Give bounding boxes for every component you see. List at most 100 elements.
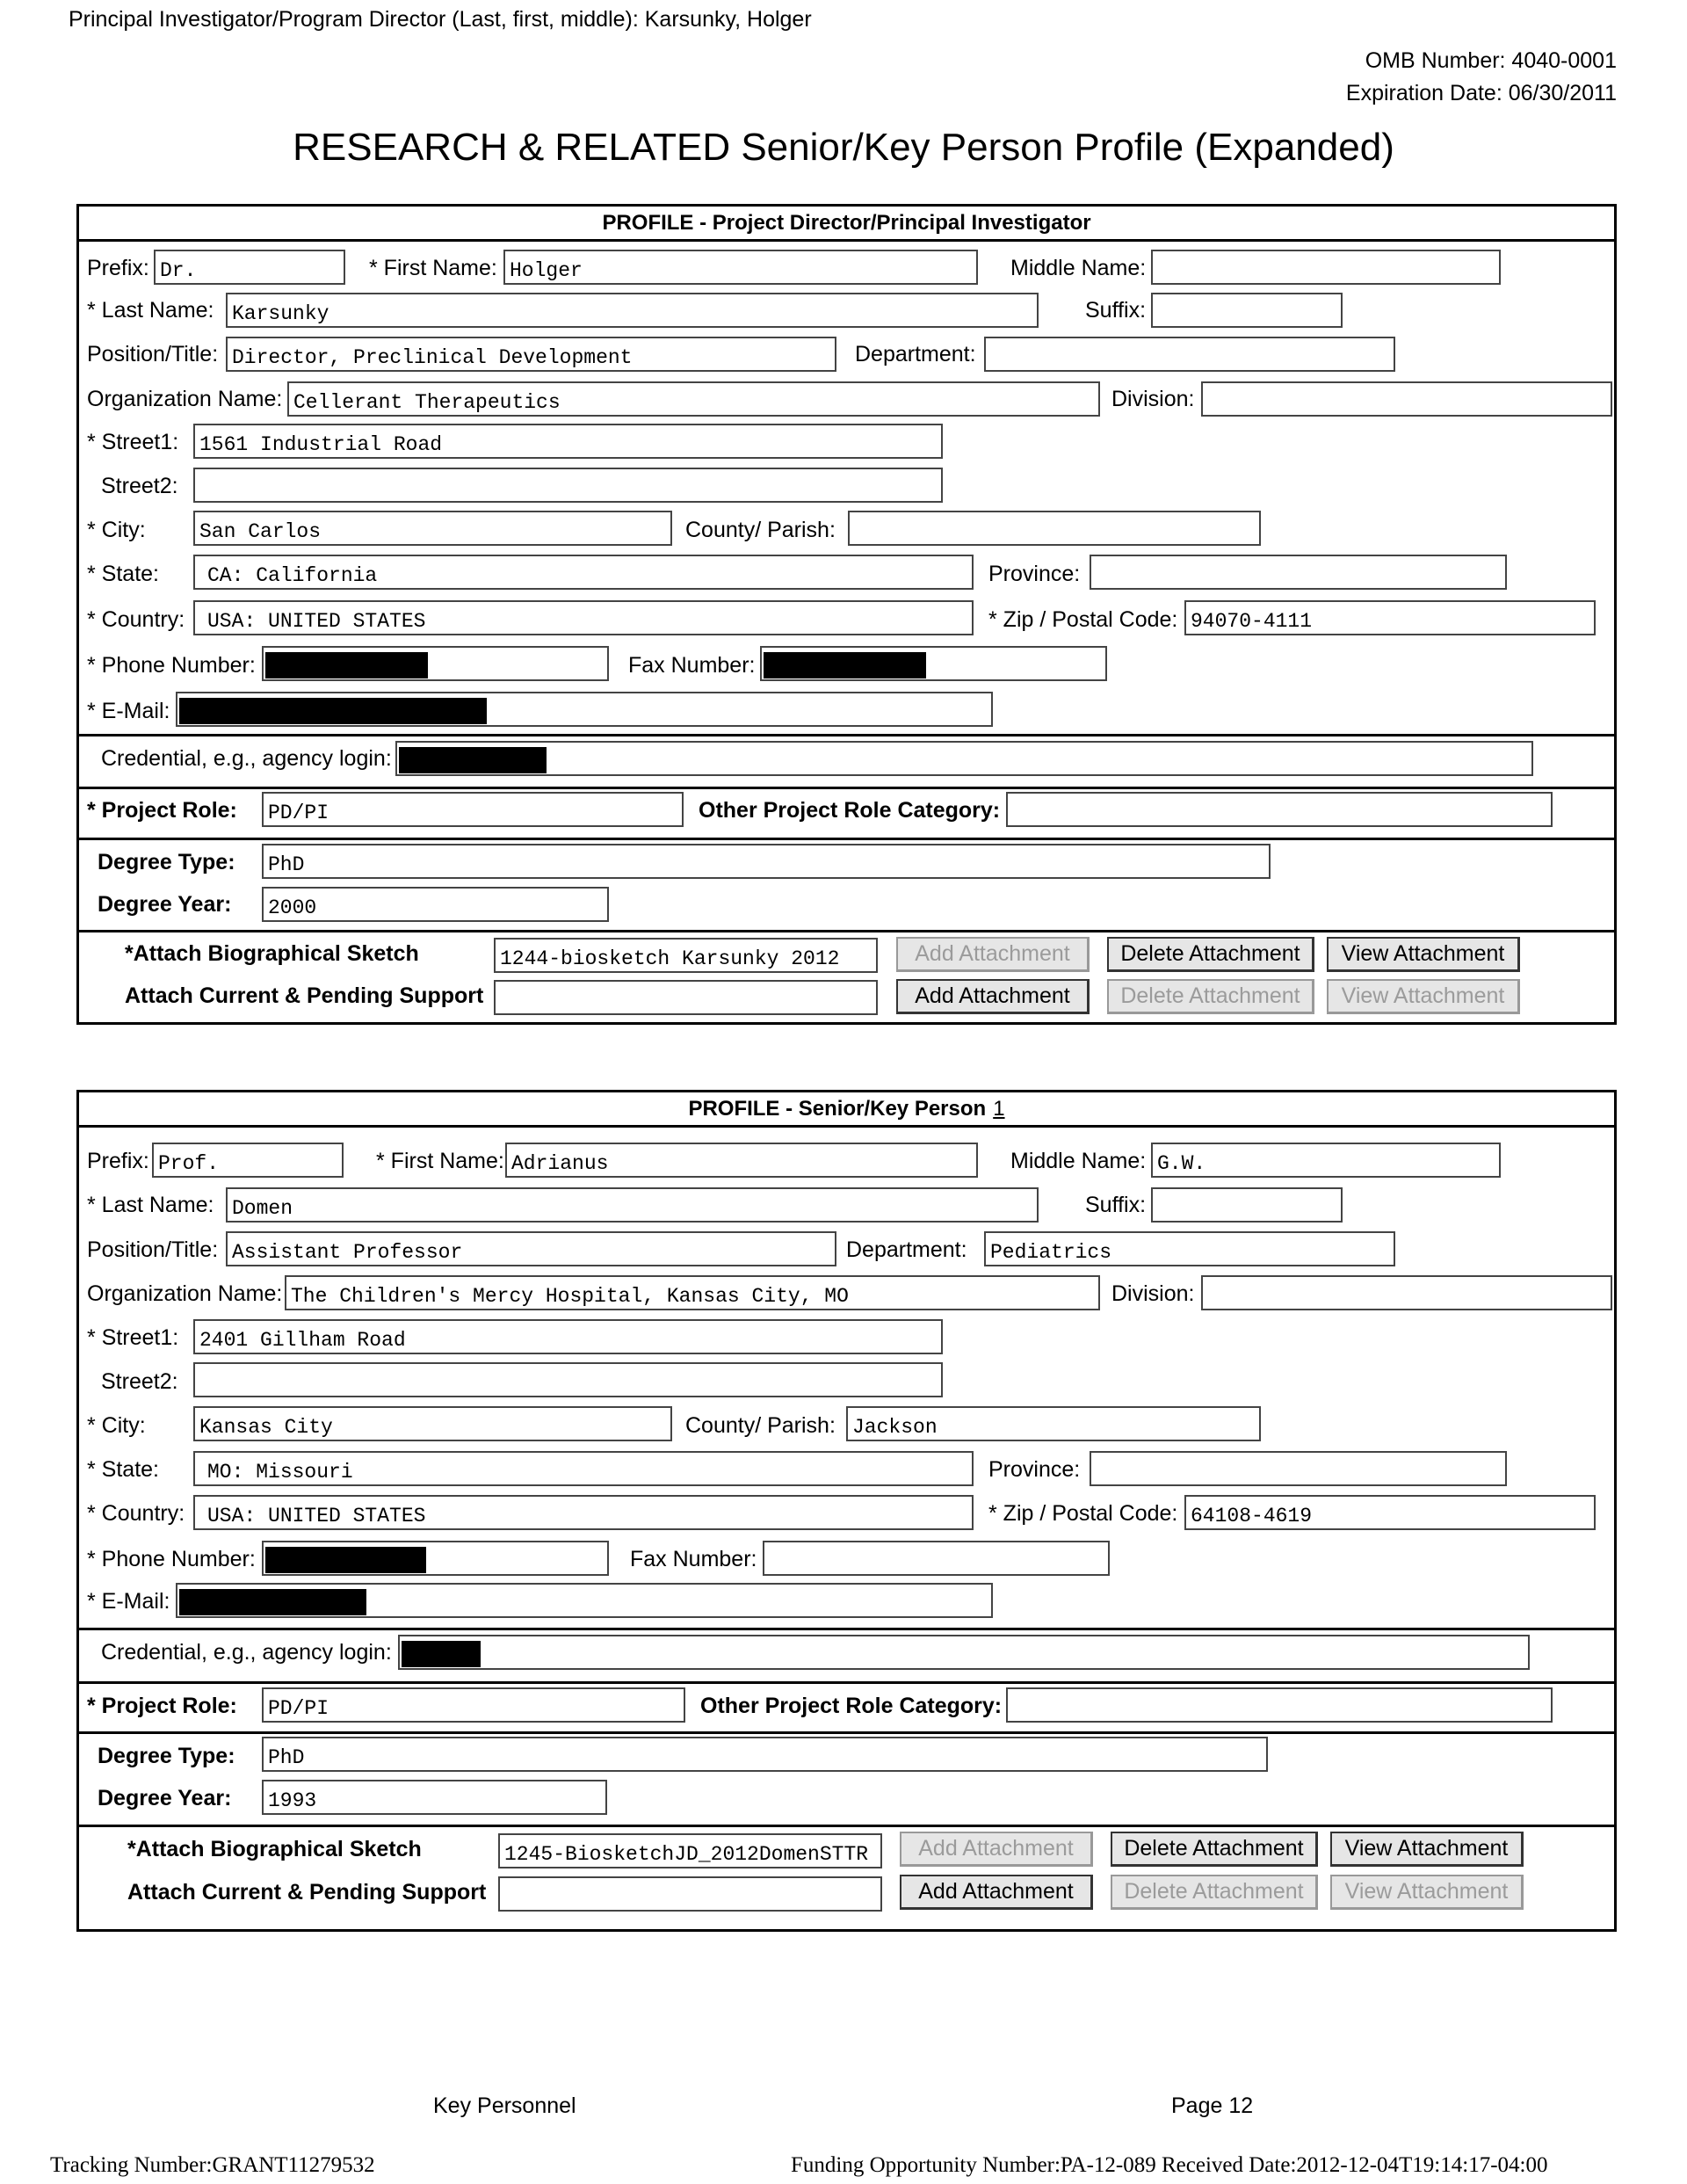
city-label: * City: — [87, 1413, 146, 1438]
current-pending-file-field[interactable] — [494, 980, 878, 1015]
suffix-field[interactable] — [1151, 293, 1343, 328]
street1-field[interactable]: 2401 Gillham Road — [193, 1319, 943, 1354]
zip-label: * Zip / Postal Code: — [988, 607, 1178, 632]
fax-field[interactable] — [763, 1541, 1110, 1576]
position-field[interactable]: Assistant Professor — [226, 1231, 836, 1266]
zip-field[interactable]: 64108-4619 — [1184, 1495, 1596, 1530]
street2-field[interactable] — [193, 468, 943, 503]
delete-attachment-button[interactable]: Delete Attachment — [1111, 1875, 1318, 1910]
divider — [79, 1681, 1614, 1684]
other-role-label: Other Project Role Category: — [700, 1694, 1003, 1718]
zip-field[interactable]: 94070-4111 — [1184, 600, 1596, 635]
degree-type-label: Degree Type: — [98, 1744, 235, 1768]
tracking-number: Tracking Number:GRANT11279532 — [50, 2153, 375, 2177]
organization-field[interactable]: Cellerant Therapeutics — [287, 381, 1100, 417]
degree-type-field[interactable]: PhD — [262, 844, 1271, 879]
last-name-field[interactable]: Karsunky — [226, 293, 1039, 328]
project-role-field[interactable]: PD/PI — [262, 1687, 685, 1723]
state-field[interactable]: CA: California — [193, 555, 974, 590]
degree-year-label: Degree Year: — [98, 892, 232, 917]
add-attachment-button[interactable]: Add Attachment — [896, 979, 1090, 1014]
footer-page-number: Page 12 — [1171, 2093, 1254, 2118]
prefix-field[interactable]: Prof. — [152, 1143, 344, 1178]
street1-label: * Street1: — [87, 430, 179, 454]
organization-label: Organization Name: — [87, 1281, 283, 1306]
department-field[interactable]: Pediatrics — [984, 1231, 1395, 1266]
position-field[interactable]: Director, Preclinical Development — [226, 337, 836, 372]
delete-attachment-button[interactable]: Delete Attachment — [1107, 979, 1314, 1014]
degree-type-label: Degree Type: — [98, 850, 235, 874]
suffix-field[interactable] — [1151, 1187, 1343, 1223]
country-field[interactable]: USA: UNITED STATES — [193, 600, 974, 635]
degree-year-field[interactable]: 2000 — [262, 887, 609, 922]
first-name-field[interactable]: Holger — [503, 250, 978, 285]
city-field[interactable]: Kansas City — [193, 1406, 672, 1441]
first-name-label: * First Name: — [369, 256, 497, 280]
suffix-label: Suffix: — [1085, 298, 1147, 323]
degree-year-field[interactable]: 1993 — [262, 1780, 607, 1815]
footer-section-name: Key Personnel — [433, 2093, 576, 2118]
last-name-label: * Last Name: — [87, 1193, 214, 1217]
current-pending-file-field[interactable] — [498, 1876, 882, 1912]
position-label: Position/Title: — [87, 342, 219, 366]
phone-label: * Phone Number: — [87, 1547, 256, 1571]
redaction-bar — [399, 747, 547, 773]
city-field[interactable]: San Carlos — [193, 511, 672, 546]
email-field[interactable] — [176, 1583, 993, 1618]
degree-type-field[interactable]: PhD — [262, 1737, 1268, 1772]
email-field[interactable] — [176, 692, 993, 727]
phone-field[interactable] — [262, 646, 609, 681]
project-role-label: * Project Role: — [87, 1694, 237, 1718]
redaction-bar — [764, 652, 926, 678]
redaction-bar — [402, 1641, 481, 1667]
first-name-field[interactable]: Adrianus — [505, 1143, 978, 1178]
credential-field[interactable] — [395, 741, 1533, 776]
division-field[interactable] — [1201, 381, 1612, 417]
section-heading: PROFILE - Senior/Key Person 1 — [79, 1092, 1614, 1128]
other-role-field[interactable] — [1006, 792, 1553, 827]
funding-opportunity: Funding Opportunity Number:PA-12-089 Rec… — [791, 2153, 1548, 2177]
section-heading: PROFILE - Project Director/Principal Inv… — [79, 207, 1614, 242]
other-role-field[interactable] — [1006, 1687, 1553, 1723]
last-name-field[interactable]: Domen — [226, 1187, 1039, 1223]
county-label: County/ Parish: — [685, 1413, 836, 1438]
delete-attachment-button[interactable]: Delete Attachment — [1111, 1832, 1318, 1867]
bio-sketch-file-field[interactable]: 1245-BiosketchJD_2012DomenSTTR — [498, 1833, 882, 1868]
fax-field[interactable] — [760, 646, 1107, 681]
position-label: Position/Title: — [87, 1237, 219, 1262]
add-attachment-button[interactable]: Add Attachment — [900, 1875, 1093, 1910]
credential-field[interactable] — [398, 1635, 1530, 1670]
middle-name-field[interactable] — [1151, 250, 1501, 285]
country-field[interactable]: USA: UNITED STATES — [193, 1495, 974, 1530]
view-attachment-button[interactable]: View Attachment — [1330, 1832, 1524, 1867]
county-field[interactable]: Jackson — [846, 1406, 1261, 1441]
phone-field[interactable] — [262, 1541, 609, 1576]
street1-label: * Street1: — [87, 1325, 179, 1350]
county-field[interactable] — [848, 511, 1261, 546]
middle-name-field[interactable]: G.W. — [1151, 1143, 1501, 1178]
add-attachment-button[interactable]: Add Attachment — [900, 1832, 1093, 1867]
prefix-field[interactable]: Dr. — [154, 250, 345, 285]
street2-label: Street2: — [101, 474, 178, 498]
division-field[interactable] — [1201, 1275, 1612, 1310]
delete-attachment-button[interactable]: Delete Attachment — [1107, 937, 1314, 972]
pi-name-line: Principal Investigator/Program Director … — [69, 7, 812, 32]
view-attachment-button[interactable]: View Attachment — [1327, 937, 1520, 972]
bio-sketch-file-field[interactable]: 1244-biosketch Karsunky 2012 — [494, 938, 878, 973]
province-field[interactable] — [1090, 1451, 1507, 1486]
state-field[interactable]: MO: Missouri — [193, 1451, 974, 1486]
department-field[interactable] — [984, 337, 1395, 372]
middle-name-label: Middle Name: — [1010, 1149, 1147, 1173]
divider — [79, 1628, 1614, 1630]
section-heading-text: PROFILE - Project Director/Principal Inv… — [602, 210, 1091, 235]
street1-field[interactable]: 1561 Industrial Road — [193, 424, 943, 459]
street2-field[interactable] — [193, 1362, 943, 1397]
add-attachment-button[interactable]: Add Attachment — [896, 937, 1090, 972]
view-attachment-button[interactable]: View Attachment — [1327, 979, 1520, 1014]
organization-field[interactable]: The Children's Mercy Hospital, Kansas Ci… — [285, 1275, 1100, 1310]
province-field[interactable] — [1090, 555, 1507, 590]
view-attachment-button[interactable]: View Attachment — [1330, 1875, 1524, 1910]
zip-label: * Zip / Postal Code: — [988, 1501, 1178, 1526]
omb-number: OMB Number: 4040-0001 — [1365, 48, 1617, 73]
project-role-field[interactable]: PD/PI — [262, 792, 684, 827]
